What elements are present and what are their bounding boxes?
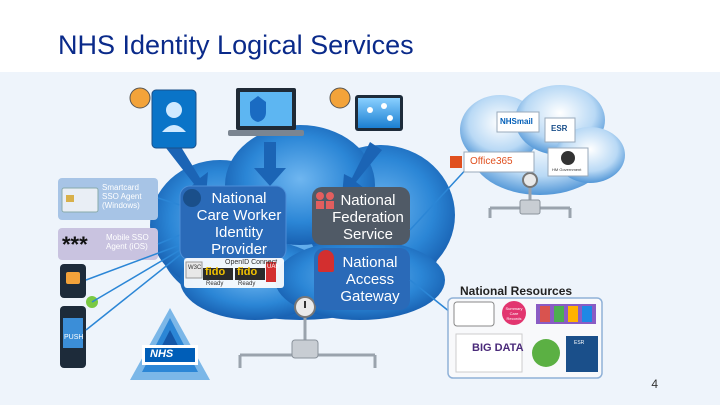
office365-text: Office365: [470, 156, 513, 167]
hm-gov-text: HM Government: [552, 167, 582, 172]
standards-strip: [184, 258, 284, 288]
big-data-label: BIG DATA: [472, 342, 524, 354]
laptop-device: [228, 88, 304, 136]
fido-label-1: fido: [205, 266, 226, 278]
phone-device: [151, 89, 197, 149]
access-gateway-label: National Access Gateway: [340, 254, 400, 305]
esr-logo: [544, 117, 576, 143]
page-number: 4: [651, 377, 658, 391]
federation-service-label: National Federation Service: [332, 192, 404, 243]
arrows: [166, 142, 382, 196]
office365-logo: [463, 151, 535, 173]
smartcard-reader-icon: [129, 87, 151, 109]
federation-box: [312, 187, 410, 245]
lock-icon: [318, 250, 334, 262]
slide-title: NHS Identity Logical Services: [58, 30, 414, 60]
nhs-logo-text: NHS: [150, 348, 174, 360]
tablet-device: [355, 95, 403, 131]
push-label: PUSH: [64, 334, 84, 341]
nhsmail-text: NHSmail: [500, 117, 533, 126]
esr-resource-label: ESR: [574, 340, 585, 346]
national-resources-title: National Resources: [460, 284, 573, 298]
uaf-label: UAF: [267, 264, 279, 270]
summary-care-records-label: Summary Care Records: [505, 306, 523, 321]
access-gateway-box: [314, 248, 410, 310]
smartcard-reader-icon-2: [329, 87, 351, 109]
ready-label-1: Ready: [206, 281, 224, 287]
nhsmail-logo: [496, 111, 540, 133]
care-worker-idp-label: National Care Worker Identity Provider: [196, 190, 282, 258]
mobile-agent-card: [58, 228, 158, 260]
mobile-agent-label: Mobile SSO Agent (iOS): [106, 233, 149, 251]
fido-label-2: fido: [237, 266, 258, 278]
people-icon: [316, 192, 334, 209]
w3c-label: W3C: [188, 265, 202, 271]
nhs-pyramid-logo: [130, 308, 210, 380]
openid-label: OpenID Connect: [225, 259, 278, 266]
ready-label-2: Ready: [238, 281, 256, 287]
smartcard-agent-label: Smartcard SSO Agent (Windows): [102, 183, 142, 210]
esr-text: ESR: [551, 124, 568, 133]
password-stars: ***: [62, 232, 88, 257]
